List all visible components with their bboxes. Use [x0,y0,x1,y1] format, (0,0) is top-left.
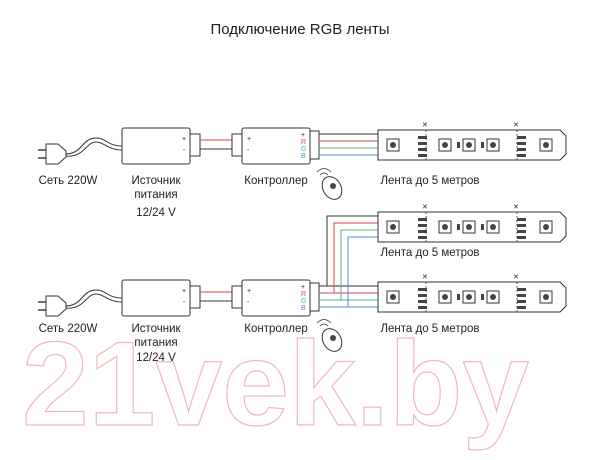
label-psu-line1: Источник [131,175,181,187]
cut-mark-icon: ✕ [422,274,428,281]
label-controller: Контроллер [244,175,307,187]
psu-output-connector [189,133,201,157]
controller-output-connector [309,130,320,160]
watermark-21vek: 21vek.by [22,317,529,451]
label-psu-line1: Источник [131,323,181,335]
cut-mark-icon: ✕ [422,204,428,211]
label-psu-line2: питания [134,337,177,349]
label-mains: Сеть 220W [39,323,98,335]
scheme-bottom: + - + - + R G B [38,204,567,364]
label-psu-voltage: 12/24 V [136,352,176,364]
diagram-title: Подключение RGB ленты [211,21,390,38]
label-psu-line2: питания [134,189,177,201]
controller-output-connector [309,282,320,312]
label-mains: Сеть 220W [39,175,98,187]
remote-control-icon [316,168,343,200]
psu-output-connector [189,285,201,309]
cut-mark-icon: ✕ [513,274,519,281]
controller-g-pin: G [301,298,306,305]
controller-plus-out-pin: + [301,132,305,139]
controller-r-pin: R [301,139,306,146]
power-supply-box [121,127,191,165]
controller-minus-pin: - [247,299,250,306]
power-plug-icon [38,137,123,165]
psu-plus-pin: + [182,288,186,295]
psu-minus-pin: - [183,147,186,154]
scheme-top: + - + - + R G B ✕ ✕ [38,122,567,219]
led-strip-bottom: ✕ ✕ [377,274,567,313]
led-strip-middle: ✕ ✕ [377,204,567,243]
psu-minus-pin: - [183,299,186,306]
label-strip: Лента до 5 метров [380,175,479,187]
led-strip-top: ✕ ✕ [377,122,567,161]
controller-plus-pin: + [247,288,251,295]
power-plug-icon [38,289,123,317]
power-supply-box [121,279,191,317]
label-psu-voltage: 12/24 V [136,207,176,219]
cut-mark-icon: ✕ [513,204,519,211]
cut-mark-icon: ✕ [422,122,428,129]
controller-input-connector [231,133,243,157]
controller-plus-pin: + [247,136,251,143]
controller-box [241,127,311,165]
controller-plus-out-pin: + [301,284,305,291]
controller-g-pin: G [301,146,306,153]
psu-plus-pin: + [182,136,186,143]
controller-box [241,279,311,317]
cut-mark-icon: ✕ [513,122,519,129]
controller-r-pin: R [301,291,306,298]
label-controller: Контроллер [244,323,307,335]
label-strip: Лента до 5 метров [380,247,479,259]
remote-control-icon [316,319,343,352]
controller-b-pin: B [301,153,306,160]
controller-input-connector [231,285,243,309]
controller-b-pin: B [301,305,306,312]
controller-minus-pin: - [247,147,250,154]
label-strip: Лента до 5 метров [380,323,479,335]
